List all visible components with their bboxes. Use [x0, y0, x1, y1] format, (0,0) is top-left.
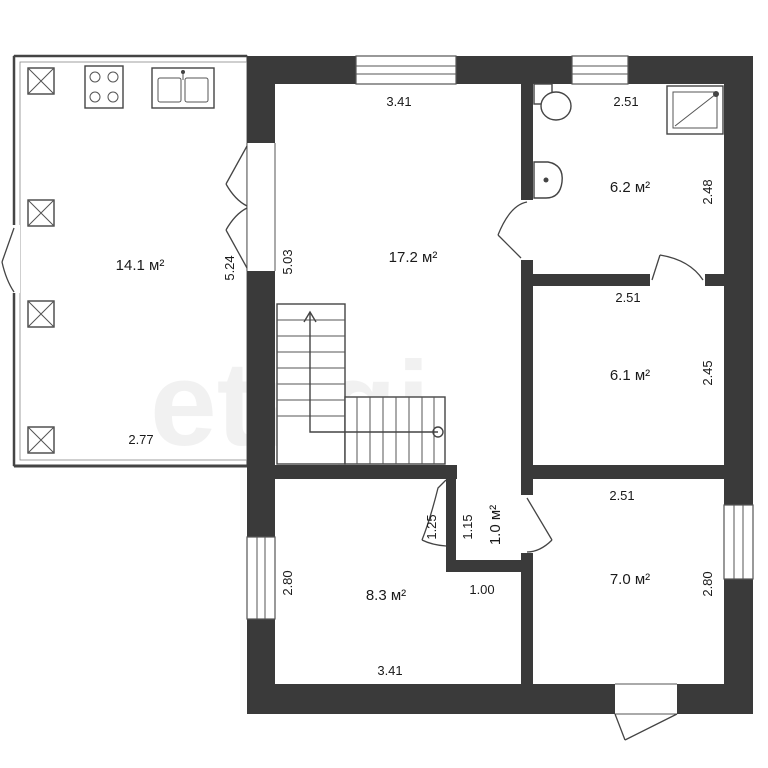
dim-bath-width: 2.51 — [613, 94, 638, 109]
post-icon — [27, 67, 55, 95]
door-swing — [526, 497, 553, 553]
door-swing — [421, 479, 447, 547]
room-labels: 14.1 м² 17.2 м² 6.2 м² 6.1 м² 8.3 м² 1.0… — [116, 179, 651, 604]
dim-veranda-width: 2.77 — [128, 432, 153, 447]
room-area-7-0: 7.0 м² — [610, 571, 650, 588]
door-swing — [497, 201, 528, 259]
post-icon — [27, 300, 55, 328]
dim-hall-width: 3.41 — [386, 94, 411, 109]
room-area-veranda: 14.1 м² — [116, 257, 165, 274]
dim-room70-height: 2.80 — [700, 571, 715, 596]
post-icon — [27, 426, 55, 454]
dim-hall-height: 5.03 — [280, 249, 295, 274]
room-area-bathroom: 6.2 м² — [610, 179, 650, 196]
dim-room83-height: 2.80 — [280, 570, 295, 595]
door-swing — [614, 713, 678, 741]
dim-room61-height: 2.45 — [700, 360, 715, 385]
sink-icon — [151, 67, 215, 109]
dim-closet-width: 1.00 — [469, 582, 494, 597]
door-swing — [651, 254, 704, 281]
room-area-hall: 17.2 м² — [389, 249, 438, 266]
dim-closet-depth: 1.15 — [460, 514, 475, 539]
shower-icon — [666, 85, 724, 135]
dim-room70-width: 2.51 — [609, 488, 634, 503]
veranda-door — [1, 225, 20, 293]
dim-veranda-height: 5.24 — [222, 255, 237, 280]
dim-closet-door: 1.25 — [424, 514, 439, 539]
window — [723, 504, 754, 580]
room-area-8-3: 8.3 м² — [366, 587, 406, 604]
stove-icon — [84, 65, 124, 109]
dim-room83-width: 3.41 — [377, 663, 402, 678]
room-area-6-1: 6.1 м² — [610, 367, 650, 384]
doors — [225, 143, 705, 741]
door-swing — [225, 145, 248, 269]
dimension-labels: 5.24 2.77 3.41 5.03 2.51 2.48 2.51 2.45 … — [128, 94, 715, 678]
post-icon — [27, 199, 55, 227]
dim-room61-width: 2.51 — [615, 290, 640, 305]
window — [571, 55, 629, 85]
veranda-posts — [27, 67, 55, 454]
dim-bath-height: 2.48 — [700, 179, 715, 204]
staircase — [276, 303, 446, 465]
windows — [246, 55, 754, 620]
room-area-closet: 1.0 м² — [487, 505, 504, 545]
washbasin-icon — [533, 161, 563, 199]
window — [355, 55, 457, 85]
window — [246, 536, 276, 620]
toilet-icon — [533, 83, 572, 121]
